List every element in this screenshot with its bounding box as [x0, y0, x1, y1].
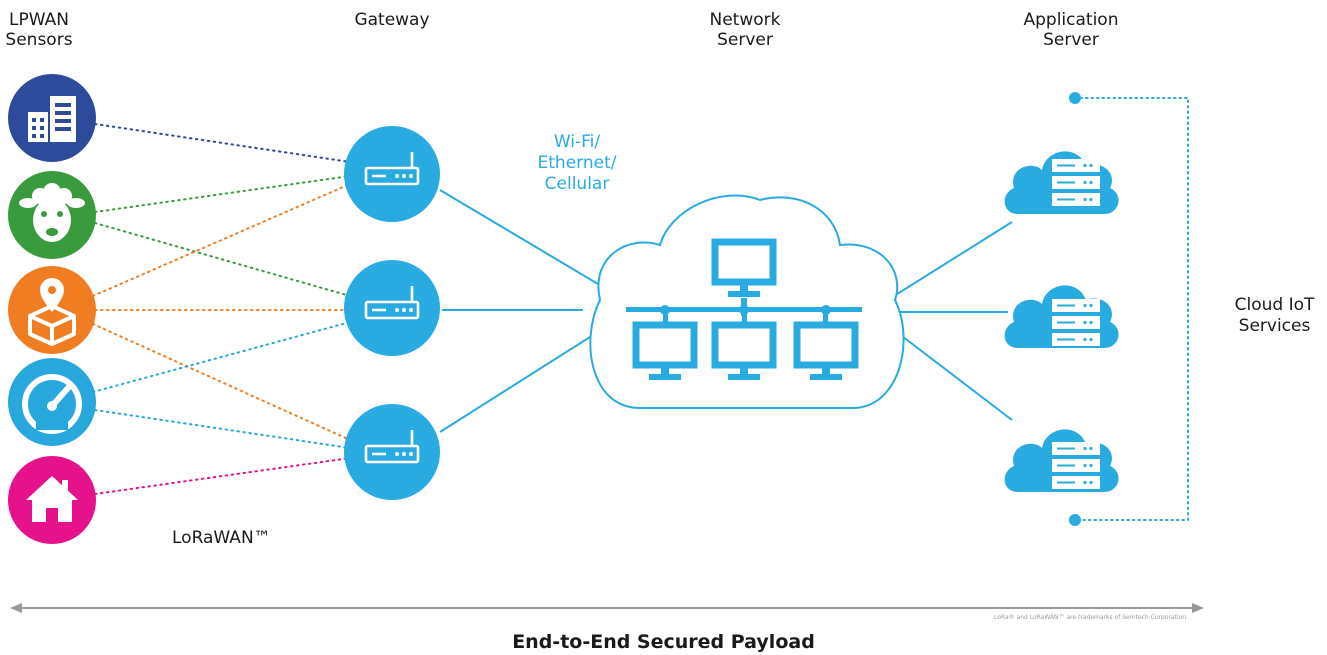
- header-app-server-line: Server: [1043, 30, 1099, 50]
- link-package-gw1: [92, 183, 351, 297]
- link-sheep-gw2: [94, 222, 351, 297]
- header-network-line: Network: [709, 10, 781, 30]
- header-lpwan-sensors: LPWAN Sensors: [0, 10, 78, 50]
- cloud-services-bracket: [1069, 92, 1189, 526]
- header-lpwan-line: LPWAN: [9, 10, 69, 30]
- header-application-server: Application Server: [1006, 10, 1136, 50]
- sensor-gateway-links: [92, 123, 351, 495]
- footer-title: End-to-End Secured Payload: [512, 631, 815, 653]
- gateway-1: [344, 126, 440, 222]
- sheep-icon: [19, 183, 85, 242]
- network-icon: [626, 242, 862, 380]
- header-gateway-line: Gateway: [354, 10, 430, 30]
- gateway-2: [344, 260, 440, 356]
- header-gateway: Gateway: [342, 10, 442, 30]
- network-server-cloud: [589, 194, 905, 410]
- link-building-gw1: [94, 123, 351, 163]
- trademark-note: LoRa® and LoRaWAN™ are trademarks of Sem…: [994, 614, 1188, 621]
- gauge-icon: [22, 374, 82, 434]
- application-server-3: [1004, 429, 1119, 492]
- sensor-package-location: [8, 266, 96, 354]
- building-icon: [28, 96, 76, 142]
- application-server-2: [1004, 285, 1119, 348]
- package-location-icon: [28, 278, 76, 346]
- protocol-label: LoRaWAN™: [172, 528, 271, 548]
- end-to-end-arrow: [10, 603, 1204, 613]
- cloud-iot-line: Cloud IoT: [1234, 295, 1315, 315]
- link-gauge-gw3: [94, 409, 351, 449]
- server-rack-icon: [1051, 158, 1101, 207]
- link-home-gw3: [94, 457, 351, 495]
- link-sheep-gw1: [94, 175, 351, 213]
- sensor-home: [8, 456, 96, 544]
- home-icon: [26, 476, 78, 522]
- header-network-server: Network Server: [690, 10, 800, 50]
- sensor-building: [8, 74, 96, 162]
- server-rack-icon: [1051, 298, 1101, 347]
- sensor-sheep: [8, 171, 96, 259]
- header-sensors-line: Sensors: [5, 30, 73, 50]
- services-line: Services: [1238, 316, 1311, 336]
- cloud-iot-services-label: Cloud IoT Services: [1222, 295, 1327, 337]
- link-gauge-gw2: [92, 321, 351, 393]
- backhaul-label: Wi-Fi/ Ethernet/ Cellular: [522, 132, 632, 195]
- server-app-links: [893, 221, 1013, 421]
- server-rack-icon: [1051, 441, 1101, 490]
- link-package-gw3: [92, 323, 351, 441]
- header-server-line: Server: [717, 30, 773, 50]
- application-server-1: [1004, 151, 1119, 214]
- gateway-3: [344, 404, 440, 500]
- gateway-backhaul-links: [439, 189, 599, 433]
- backhaul-wifi: Wi-Fi/: [553, 132, 601, 152]
- header-application-line: Application: [1023, 10, 1119, 30]
- backhaul-ethernet: Ethernet/: [537, 153, 617, 173]
- sensor-gauge: [8, 358, 96, 446]
- backhaul-cellular: Cellular: [544, 174, 610, 194]
